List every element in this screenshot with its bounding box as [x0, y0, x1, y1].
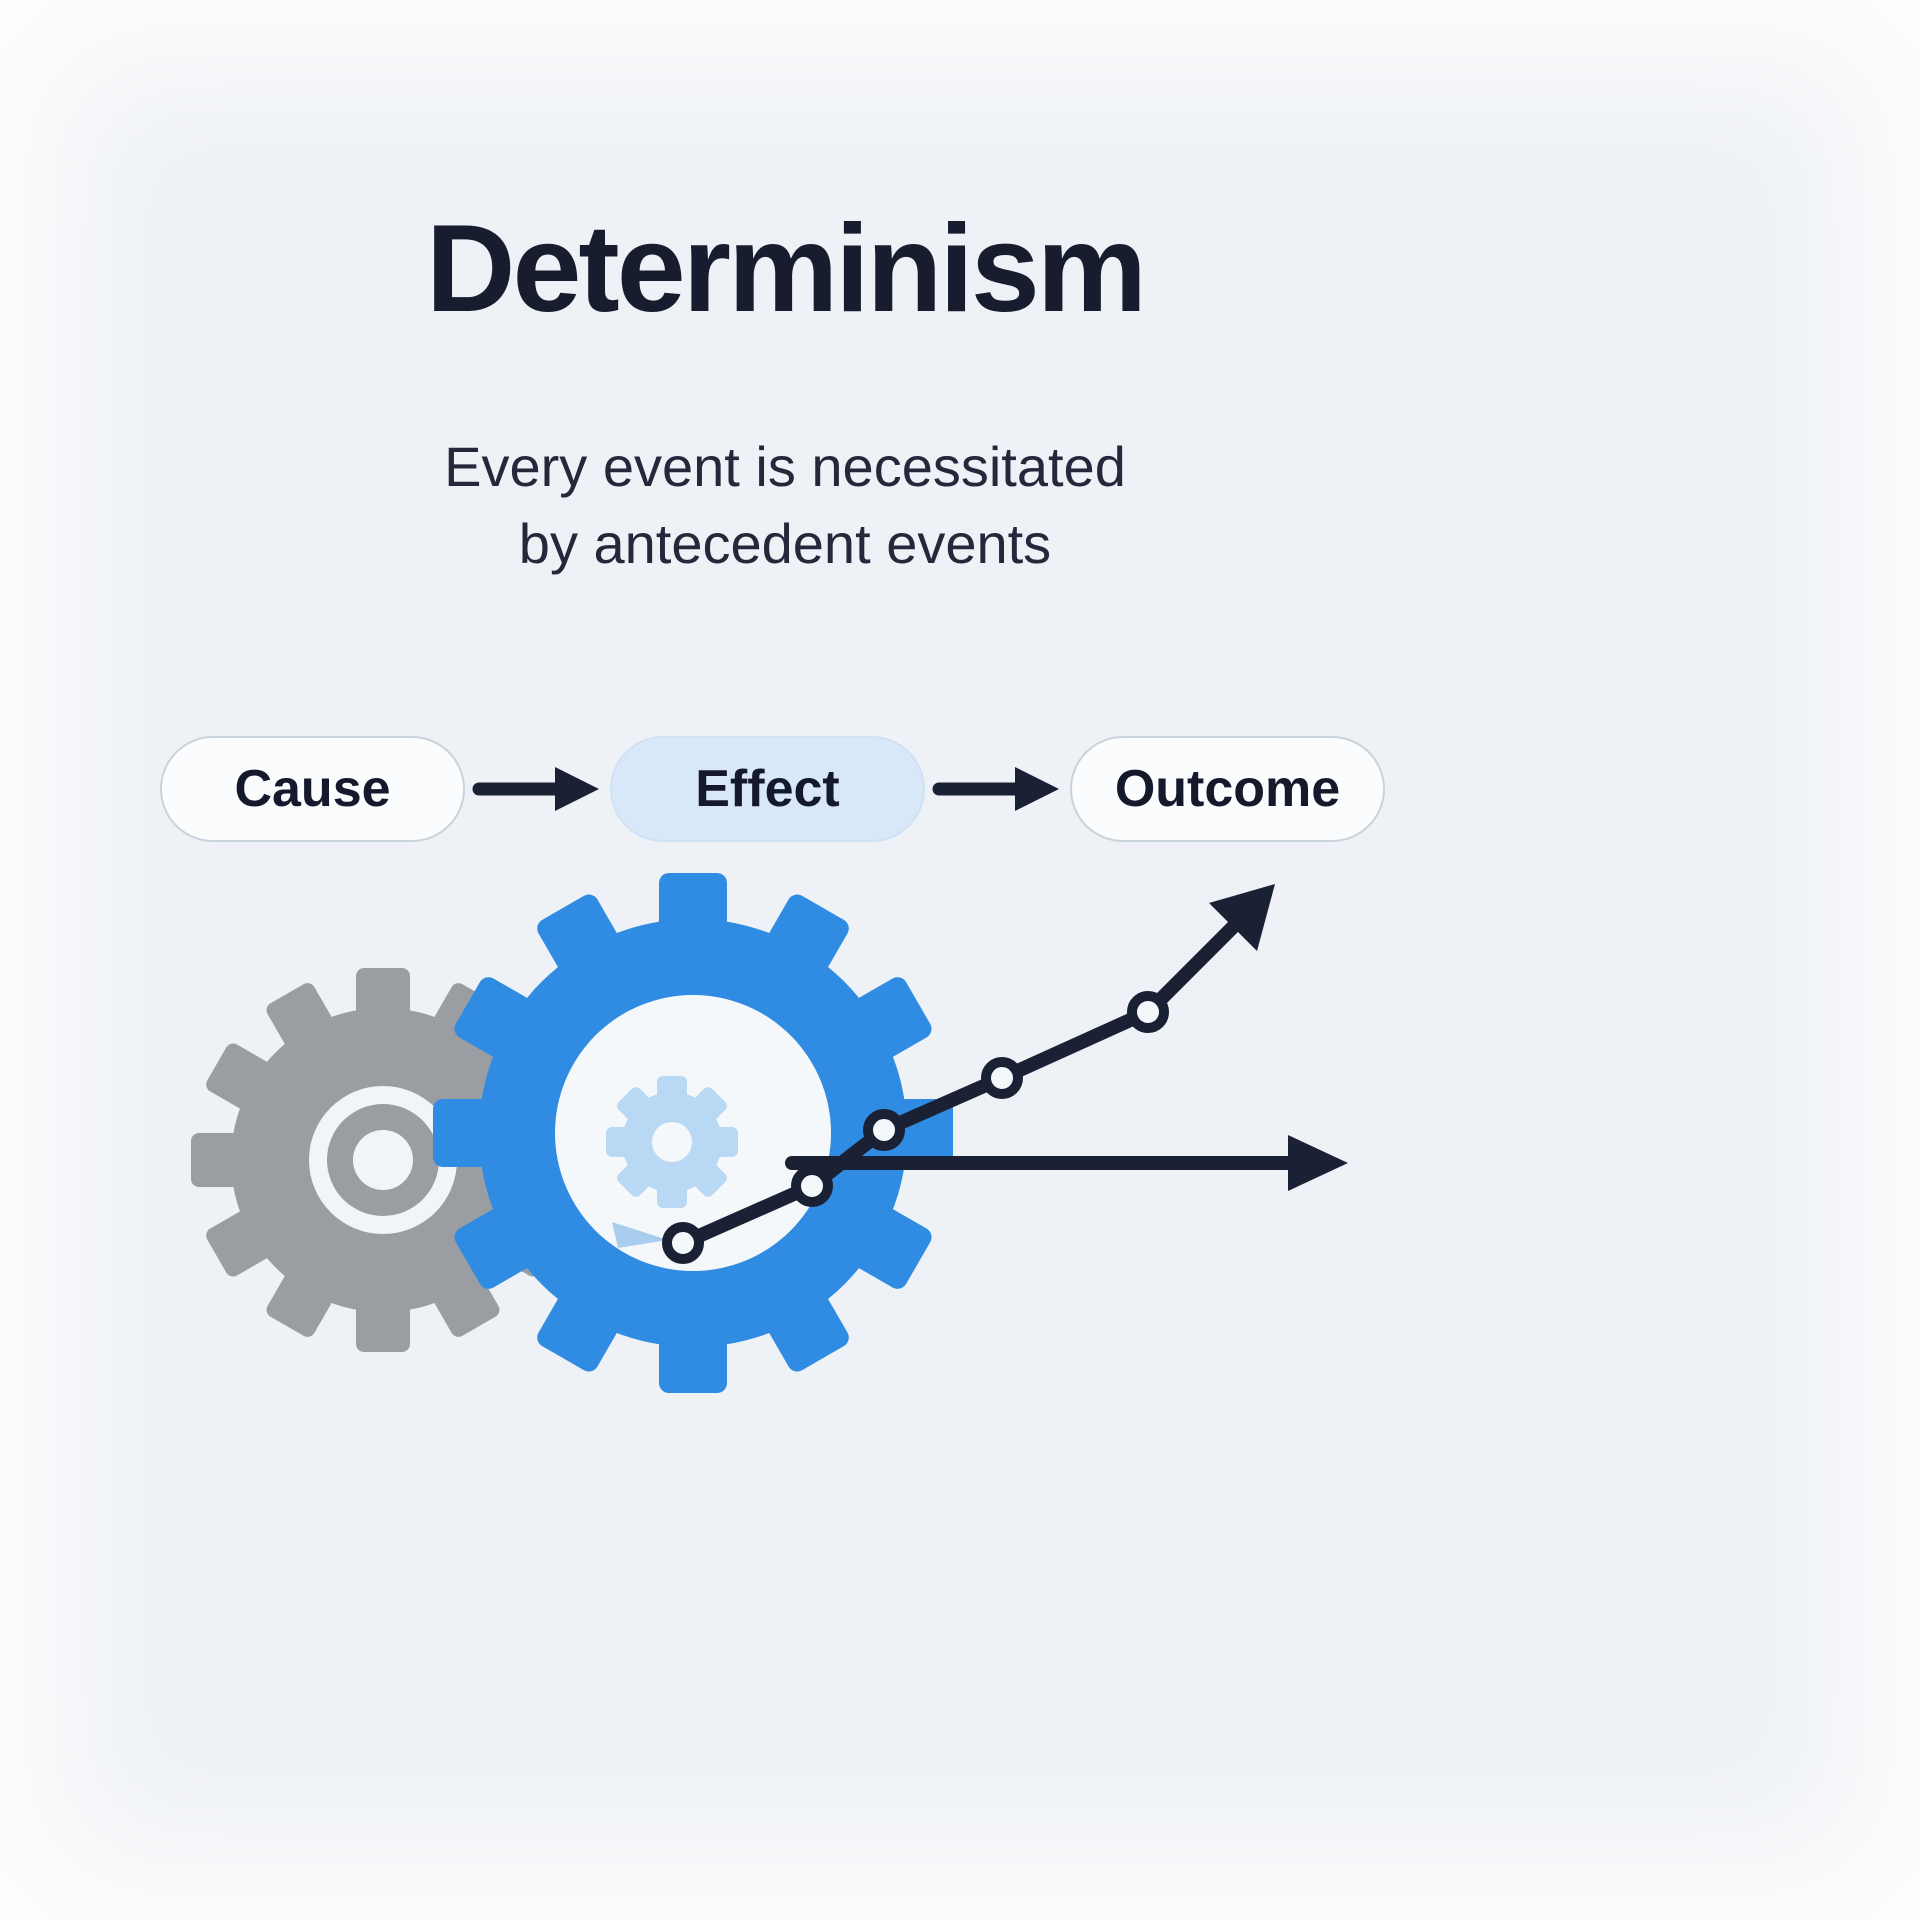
- outcome-node-label: Outcome: [1114, 760, 1341, 818]
- flow-diagram: Cause Effect Outcome: [160, 733, 1420, 845]
- cause-node: Cause: [160, 736, 465, 842]
- pointer-detail-icon: [612, 1222, 668, 1248]
- content-column: Determinism Every event is necessitated b…: [0, 0, 1570, 583]
- subtitle-line-2: by antecedent events: [518, 512, 1052, 576]
- trend-line-icon: [662, 884, 1275, 1264]
- effect-node-label: Effect: [695, 760, 840, 818]
- page-title: Determinism: [425, 200, 1147, 338]
- outcome-node: Outcome: [1070, 736, 1385, 842]
- effect-node: Effect: [610, 736, 925, 842]
- subtitle: Every event is necessitated by antecedent…: [0, 428, 1570, 583]
- gear-small-icon: [606, 1076, 738, 1208]
- cause-node-label: Cause: [234, 760, 391, 818]
- arrow-right-icon: [472, 767, 599, 811]
- subtitle-line-1: Every event is necessitated: [444, 435, 1126, 498]
- horizontal-arrow-icon: [785, 1135, 1348, 1191]
- arrow-right-icon: [932, 767, 1059, 811]
